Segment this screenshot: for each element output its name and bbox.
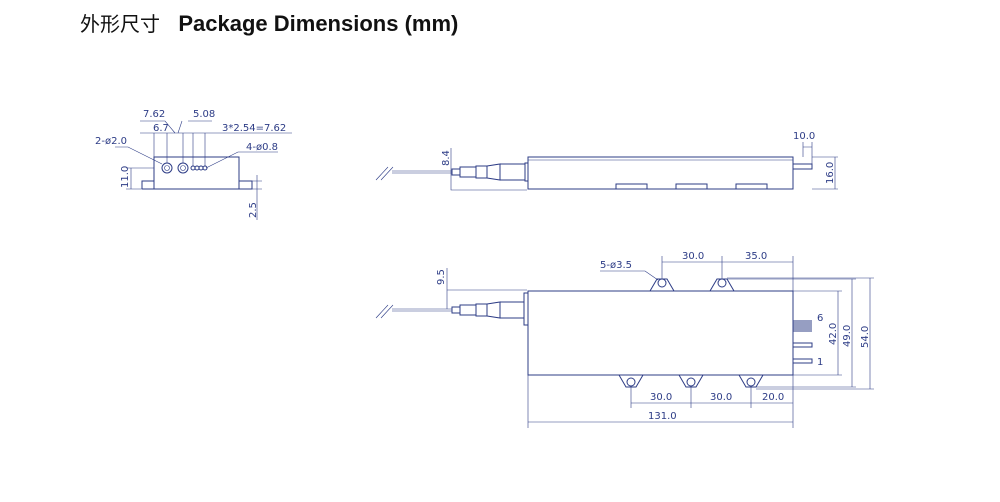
dim-foot-2-5: 2.5	[248, 202, 259, 218]
title-chinese: 外形尺寸	[80, 12, 160, 36]
dim-width-42: 42.0	[828, 323, 839, 345]
dim-top-spacing: 30.0	[682, 251, 704, 262]
page-title: 外形尺寸 Package Dimensions (mm)	[80, 8, 458, 37]
dim-fiber-offset: 9.5	[436, 269, 447, 285]
dim-7-62: 7.62	[143, 109, 165, 120]
pin-label-1: 1	[817, 357, 823, 368]
dim-small-holes: 4-ø0.8	[246, 142, 278, 153]
dim-length-131: 131.0	[648, 411, 677, 422]
dim-width-54: 54.0	[860, 326, 871, 348]
dim-bottom-spacing-2: 30.0	[710, 392, 732, 403]
dim-height-11: 11.0	[120, 166, 131, 188]
dim-fiber-height: 8.4	[441, 150, 452, 166]
dim-height-16: 16.0	[825, 162, 836, 184]
dim-mount-holes: 5-ø3.5	[600, 260, 632, 271]
dim-bottom-offset: 20.0	[762, 392, 784, 403]
front-view: 7.62 5.08 6.7 3*2.54=7.62 2-ø2.0 4-ø0.8 …	[95, 109, 292, 220]
dim-pitch: 3*2.54=7.62	[222, 123, 286, 134]
dim-top-offset: 35.0	[745, 251, 767, 262]
dim-large-holes: 2-ø2.0	[95, 136, 127, 147]
pin-label-6: 6	[817, 313, 823, 324]
dim-6-7: 6.7	[153, 123, 169, 134]
title-english: Package Dimensions (mm)	[178, 11, 459, 36]
dim-pin-length: 10.0	[793, 131, 815, 142]
dim-5-08: 5.08	[193, 109, 215, 120]
dim-bottom-spacing-1: 30.0	[650, 392, 672, 403]
side-view: 8.4 10.0 16.0	[375, 131, 838, 191]
dim-width-49: 49.0	[842, 325, 853, 347]
top-view: 5-ø3.5 30.0 35.0 9.5 42.0 49.0 54.0 30.0…	[375, 251, 874, 428]
